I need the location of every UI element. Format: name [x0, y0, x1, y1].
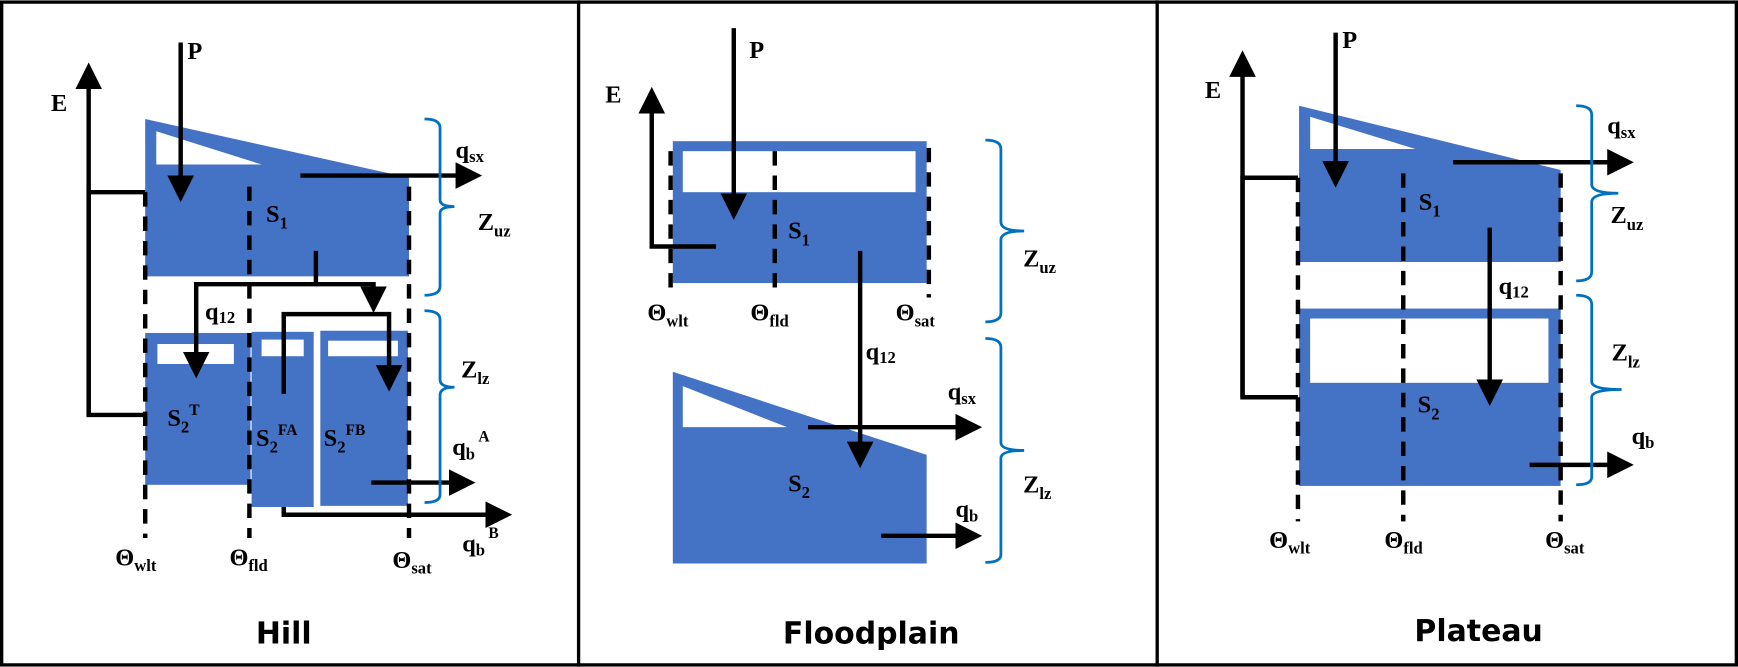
label-p: P — [187, 38, 202, 65]
panel-title-plateau: Plateau — [1414, 614, 1542, 649]
qbB-arrow — [281, 501, 513, 529]
label-e: E — [51, 90, 67, 117]
label-q12: q12 — [866, 339, 896, 367]
lower-storage-s2fb — [320, 330, 408, 506]
panel-hill: P E S1 qsx Zuz q12 Zlz S2T S2FA S2FB qbA… — [51, 38, 513, 651]
s2fb-air-space — [328, 340, 398, 357]
s1-air-space — [682, 151, 916, 193]
label-qb: qb — [1632, 423, 1655, 452]
label-zlz: Zlz — [1612, 340, 1640, 372]
label-qsx: qsx — [456, 137, 485, 166]
label-q12: q12 — [205, 299, 235, 327]
zlz-brace — [985, 337, 1025, 564]
label-theta-wlt: Θwlt — [647, 300, 689, 331]
label-s2: S2 — [1418, 392, 1440, 424]
panel-floodplain: P E S1 Zuz Θwlt Θfld Θsat q12 qsx Zlz S2… — [605, 28, 1056, 651]
label-theta-fld: Θfld — [229, 545, 268, 576]
label-theta-fld: Θfld — [1384, 527, 1423, 558]
label-s2fa: S2FA — [256, 422, 298, 457]
label-s1: S1 — [266, 201, 288, 233]
evap-path — [86, 189, 146, 418]
label-theta-wlt: Θwlt — [1269, 527, 1311, 558]
label-theta-sat: Θsat — [392, 547, 432, 578]
label-zuz: Zuz — [1023, 245, 1056, 277]
zuz-brace — [424, 117, 455, 297]
label-qsx: qsx — [1607, 112, 1636, 141]
label-s1: S1 — [788, 218, 810, 250]
s2-air-space — [682, 386, 787, 428]
panel-plateau: P E qsx S1 Zuz q12 Zlz S2 qb Θwlt Θfld Θ… — [1205, 27, 1655, 649]
label-theta-sat: Θsat — [896, 300, 936, 331]
label-qbB: qbB — [462, 525, 498, 560]
panel-title-hill: Hill — [256, 616, 312, 651]
q12-arrow-t — [182, 250, 319, 379]
label-zuz: Zuz — [478, 209, 511, 241]
panel-title-floodplain: Floodplain — [783, 616, 960, 651]
zuz-brace — [1576, 104, 1619, 283]
label-qsx: qsx — [948, 378, 977, 407]
label-s2fb: S2FB — [324, 422, 366, 457]
label-theta-sat: Θsat — [1545, 527, 1585, 558]
label-s2t: S2T — [167, 402, 200, 437]
label-p: P — [749, 37, 764, 64]
label-qb: qb — [955, 496, 978, 525]
label-theta-wlt: Θwlt — [115, 545, 157, 576]
zuz-brace — [985, 138, 1025, 324]
label-theta-fld: Θfld — [750, 300, 789, 331]
label-e: E — [605, 81, 621, 108]
label-qbA: qbA — [452, 429, 490, 464]
label-s2: S2 — [788, 470, 810, 502]
evap-path — [1240, 175, 1298, 400]
label-p: P — [1342, 27, 1357, 54]
label-zuz: Zuz — [1611, 202, 1644, 234]
label-zlz: Zlz — [461, 356, 489, 388]
evap-arrow — [638, 86, 717, 249]
zlz-brace — [1576, 293, 1622, 487]
q12-arrow-fab — [281, 311, 403, 394]
label-zlz: Zlz — [1023, 472, 1051, 504]
label-e: E — [1205, 77, 1221, 104]
label-s1: S1 — [1419, 189, 1441, 221]
zlz-brace — [424, 309, 455, 504]
label-q12: q12 — [1499, 273, 1529, 301]
q12-arrow-f — [315, 281, 387, 313]
s2-air-space — [1310, 318, 1549, 383]
